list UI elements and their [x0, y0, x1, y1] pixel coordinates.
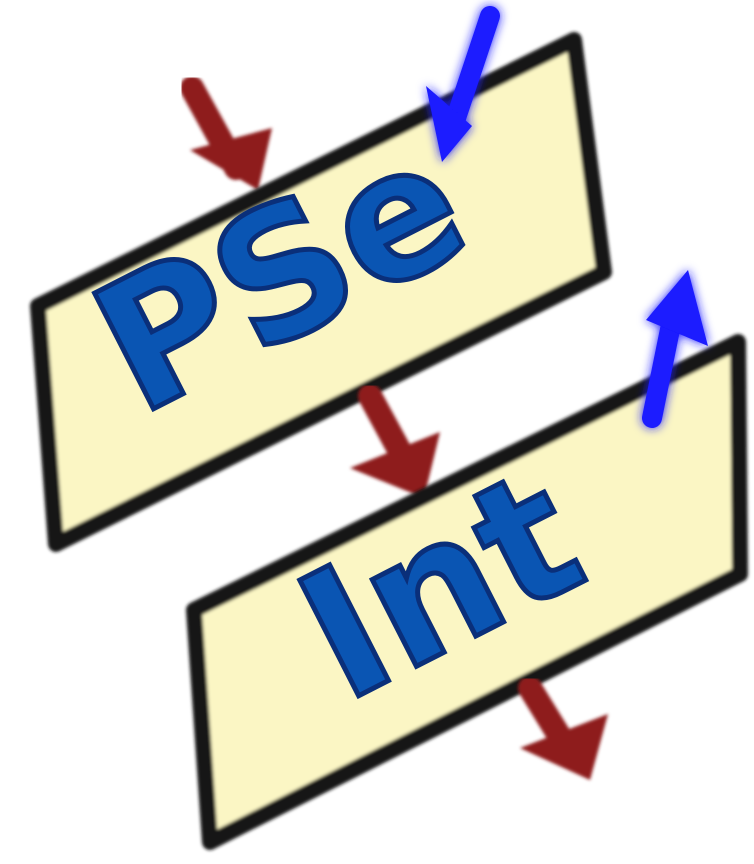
- arrow-out-blue-icon: [642, 270, 708, 428]
- arrow-down-red-icon: [350, 384, 440, 498]
- arrow-in-blue-icon: [426, 6, 500, 162]
- arrow-down-red-icon: [518, 676, 608, 780]
- arrow-down-red-icon: [180, 76, 272, 190]
